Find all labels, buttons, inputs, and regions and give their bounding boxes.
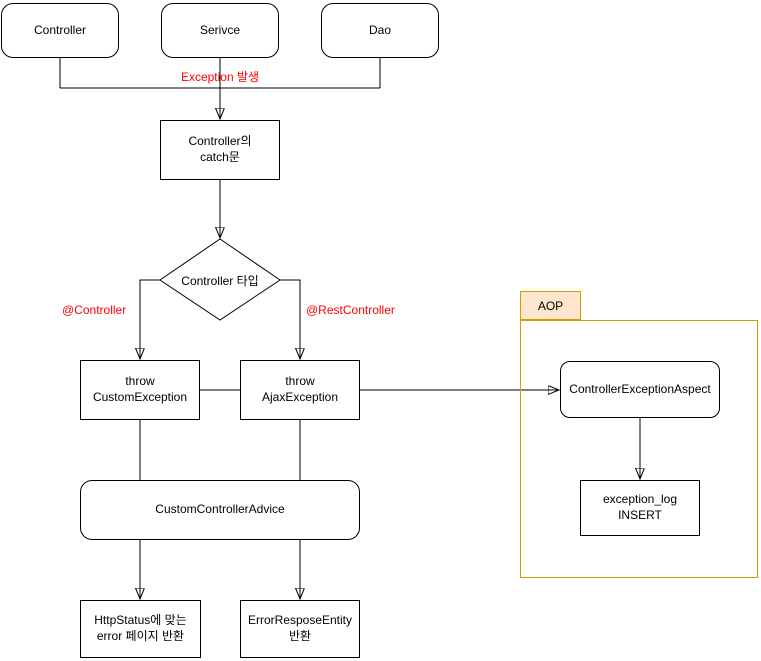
node-controller: Controller (1, 3, 119, 58)
edge-decision-to-throw-ajax (280, 279, 300, 359)
edge-label-at-rest-controller: @RestController (306, 303, 395, 317)
node-custom-controller-advice-label: CustomControllerAdvice (155, 502, 285, 517)
node-catch-block-label: Controller의 catch문 (188, 134, 252, 164)
node-controller-label: Controller (33, 22, 87, 37)
node-custom-controller-advice: CustomControllerAdvice (80, 480, 360, 540)
edge-decision-to-throw-custom (140, 279, 160, 359)
node-controller-exception-aspect-label: ControllerExceptionAspect (569, 381, 711, 396)
node-service-label: Serivce (199, 22, 240, 37)
aop-container-tab: AOP (520, 291, 581, 320)
edge-label-exception-occurred: Exception 발생 (180, 70, 260, 84)
decision-diamond-shape (159, 238, 281, 321)
node-exception-log-insert: exception_log INSERT (580, 480, 700, 536)
node-controller-exception-aspect: ControllerExceptionAspect (560, 361, 720, 418)
decision-controller-type-label: Controller 타입 (181, 273, 259, 288)
node-error-response-entity-label: ErrorResposeEntity 반환 (247, 613, 353, 643)
node-throw-custom-exception: throw CustomException (80, 360, 200, 420)
node-exception-log-insert-label: exception_log INSERT (602, 492, 678, 522)
edge-label-at-controller: @Controller (62, 303, 127, 317)
node-throw-ajax-exception-label: throw AjaxException (261, 374, 339, 404)
aop-container-title: AOP (537, 298, 564, 313)
decision-controller-type: Controller 타입 (160, 240, 280, 320)
node-dao: Dao (321, 3, 439, 58)
node-dao-label: Dao (368, 22, 391, 37)
node-throw-custom-exception-label: throw CustomException (92, 374, 188, 404)
node-http-status-error-page: HttpStatus에 맞는 error 페이지 반환 (80, 600, 201, 658)
node-error-response-entity: ErrorResposeEntity 반환 (240, 600, 360, 658)
node-http-status-error-page-label: HttpStatus에 맞는 error 페이지 반환 (94, 613, 187, 643)
aop-container (520, 320, 758, 578)
node-catch-block: Controller의 catch문 (160, 120, 280, 180)
node-service: Serivce (161, 3, 279, 58)
node-throw-ajax-exception: throw AjaxException (240, 360, 360, 420)
